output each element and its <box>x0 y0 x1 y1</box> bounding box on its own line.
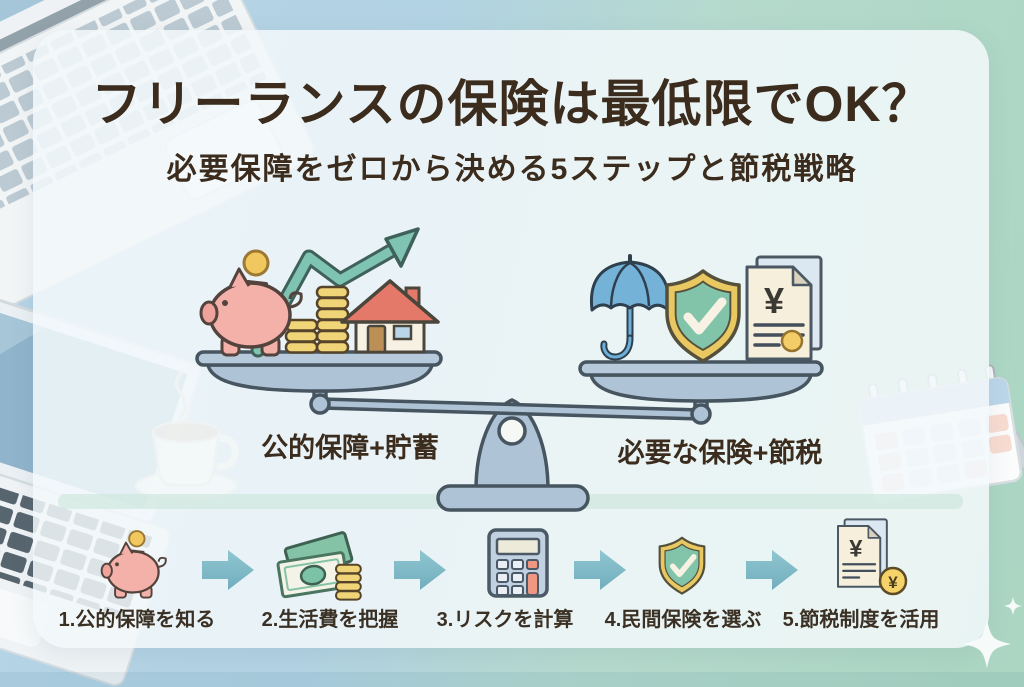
yen-coin-symbol: ¥ <box>888 573 898 592</box>
right-pan-label: 必要な保険+節税 <box>617 438 823 468</box>
step-label-4: 4.民間保険を選ぶ <box>604 609 762 631</box>
step-arrow-icon <box>746 550 798 590</box>
step5-yen-document-icon: ¥ <box>836 518 908 596</box>
step-arrow-icon <box>394 550 446 590</box>
step-label-5: 5.節税制度を活用 <box>782 609 940 631</box>
step-arrow-icon <box>574 550 626 590</box>
scale-right-pan <box>578 360 824 425</box>
page-title: フリーランスの保険は最低限でOK？ <box>91 76 933 132</box>
step-label-2: 2.生活費を把握 <box>261 609 399 631</box>
step-label-3: 3.リスクを計算 <box>436 609 574 631</box>
sparkle-icon <box>963 596 1023 668</box>
bottom-edge-band <box>0 672 1024 687</box>
scale-pivot-bolt <box>497 416 527 446</box>
step3-calculator-icon <box>487 528 549 598</box>
step1-piggy-bank-icon <box>100 529 168 599</box>
page-subtitle: 必要保障をゼロから決める5ステップと節税戦略 <box>166 153 858 186</box>
scale-base <box>436 484 590 512</box>
house-icon <box>340 279 440 354</box>
step-label-1: 1.公的保障を知る <box>58 609 216 631</box>
left-pan-label: 公的保障+貯蓄 <box>261 433 439 463</box>
step-arrow-icon <box>202 550 254 590</box>
umbrella-icon <box>589 254 671 361</box>
step2-banknotes-icon <box>276 531 362 601</box>
yen-document-icon <box>745 255 823 361</box>
shield-check-icon <box>667 271 739 361</box>
balance-scale-icon <box>195 350 824 512</box>
step4-shield-check-icon <box>660 538 705 594</box>
